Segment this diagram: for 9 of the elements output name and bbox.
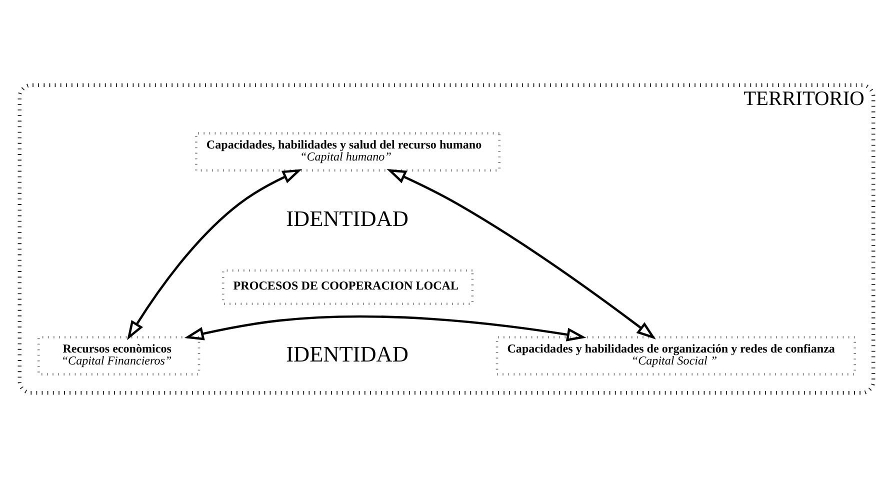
label: IDENTIDAD [286, 341, 408, 366]
node-box: Recursos econòmicos “Capital Financieros” [37, 336, 200, 375]
node-box: PROCESOS DE COOPERACION LOCAL [222, 268, 474, 305]
arrow [127, 168, 302, 340]
arrow [386, 168, 656, 339]
label: IDENTIDAD [286, 206, 408, 231]
node-box: Capacidades y habilidades de organización y redes de confianza “Capital Social ” [496, 336, 856, 375]
arrow [184, 314, 586, 341]
node-box: Capacidades, habilidades y salud del recurso humano “Capital humano” [195, 132, 500, 172]
